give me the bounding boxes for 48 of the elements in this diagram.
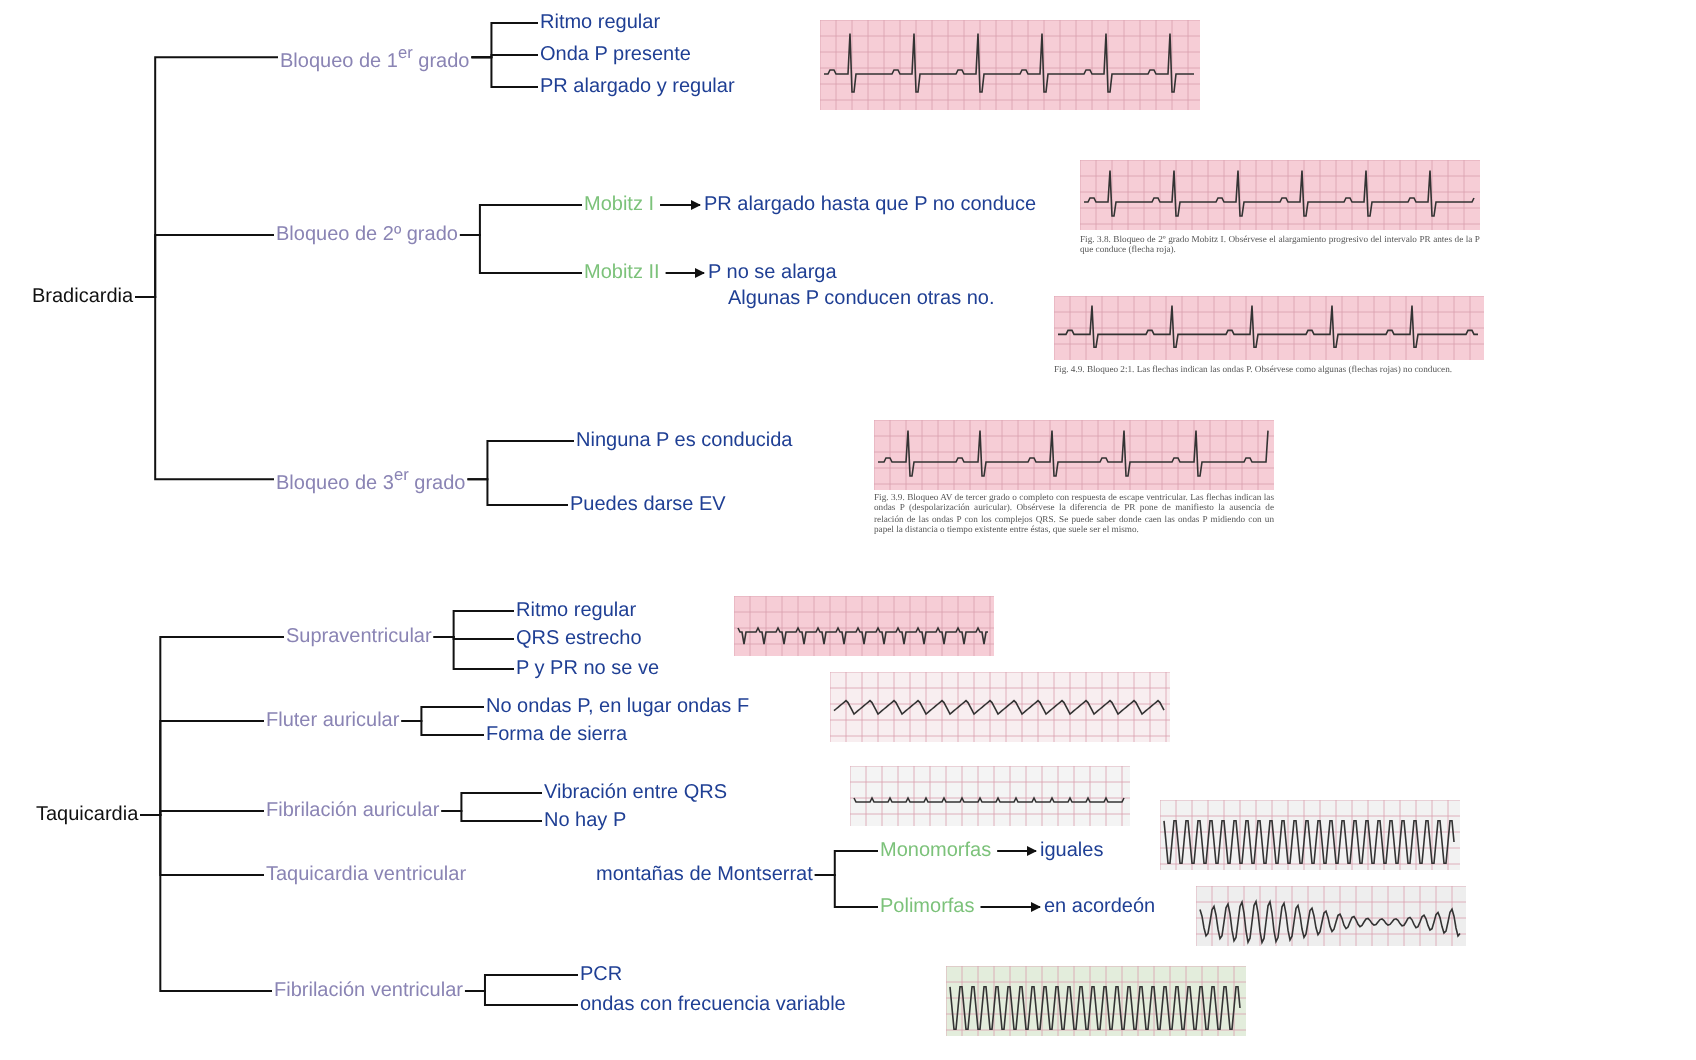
category-text: Fibrilación auricular	[266, 798, 440, 824]
bracket-connector	[440, 810, 543, 822]
category-text: Taquicardia ventricular	[266, 862, 467, 888]
bracket-connector	[400, 720, 485, 736]
note-text: Puedes darse EV	[570, 492, 726, 518]
subtype-text: Mobitz II	[584, 260, 660, 286]
note-text: Onda P presente	[540, 42, 691, 68]
note-text: P y PR no se ve	[516, 656, 660, 682]
category-text: Bloqueo de 2º grado	[276, 222, 458, 248]
category-text: Fibrilación ventricular	[274, 978, 463, 1004]
note-text: PR alargado y regular	[540, 74, 735, 100]
note-text: QRS estrecho	[516, 626, 642, 652]
subtype-text: Mobitz I	[584, 192, 655, 218]
note-text: Vibración entre QRS	[544, 780, 728, 806]
arrow	[659, 200, 701, 210]
note-text: ondas con frecuencia variable	[580, 992, 846, 1018]
note-text: montañas de Montserrat	[596, 862, 813, 888]
bracket-connector	[458, 234, 583, 274]
note-text: Forma de sierra	[486, 722, 628, 748]
note-text: Ninguna P es conducida	[576, 428, 793, 454]
bracket-connector	[139, 814, 273, 992]
note-text: Ritmo regular	[516, 598, 637, 624]
subtype-text: Polimorfas	[880, 894, 975, 920]
bracket-connector	[466, 478, 569, 506]
arrow	[996, 846, 1037, 856]
note-text: Algunas P conducen otras no.	[728, 286, 995, 312]
bracket-connector	[813, 874, 879, 908]
category-text: Supraventricular	[286, 624, 432, 650]
arrow	[979, 902, 1041, 912]
note-text: PR alargado hasta que P no conduce	[704, 192, 1037, 218]
bracket-connector	[432, 636, 515, 670]
bracket-connector	[470, 56, 539, 88]
note-text: No ondas P, en lugar ondas F	[486, 694, 750, 720]
arrow	[664, 268, 705, 278]
category-text: Bloqueo de 3$^{er}$ grado	[276, 462, 466, 497]
topic-text: Bradicardia	[32, 284, 134, 310]
category-text: Bloqueo de 1$^{er}$ grado	[280, 40, 470, 75]
note-text: PCR	[580, 962, 623, 988]
note-text: P no se alarga	[708, 260, 839, 286]
bracket-connector	[134, 296, 275, 481]
topic-text: Taquicardia	[36, 802, 139, 828]
bracket-connector	[463, 990, 579, 1006]
subtype-text: Monomorfas	[880, 838, 992, 864]
note-text: No hay P	[544, 808, 627, 834]
category-text: Fluter auricular	[266, 708, 400, 734]
note-text: iguales	[1040, 838, 1104, 864]
note-text: Ritmo regular	[540, 10, 661, 36]
note-text: en acordeón	[1044, 894, 1156, 920]
